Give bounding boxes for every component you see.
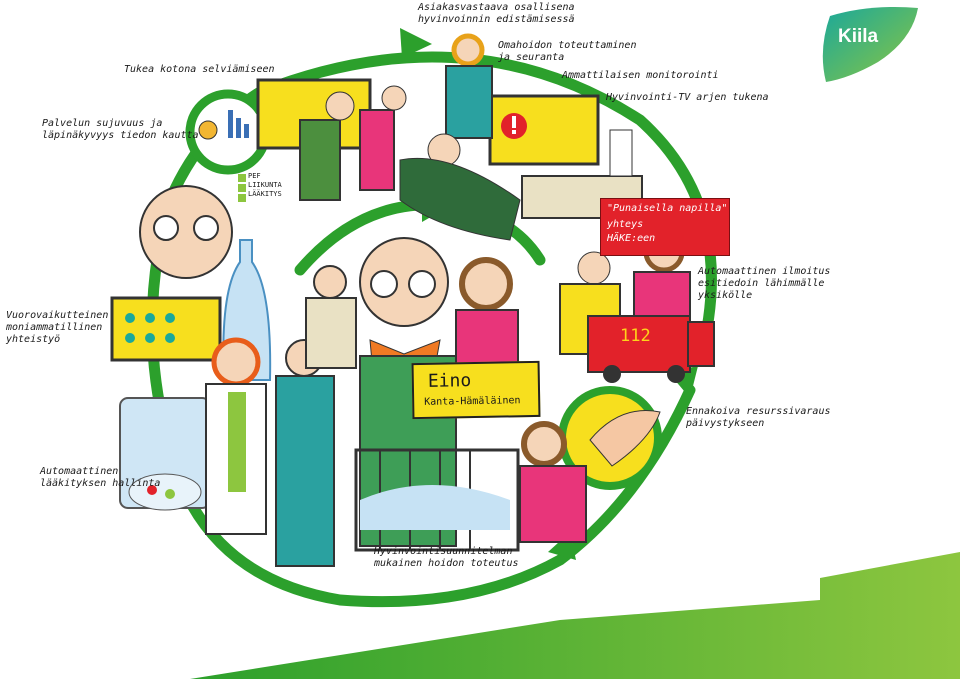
- label-professional-monitoring: Ammattilaisen monitorointi: [562, 70, 719, 81]
- care-bed: [354, 448, 520, 552]
- label-customer-participation: Asiakasvastaava osallisena hyvinvoinnin …: [418, 2, 575, 25]
- self-care-person: [445, 33, 493, 139]
- ambulance: [587, 315, 715, 383]
- resource-person: [519, 421, 587, 543]
- label-home-support: Tukea kotona selviämiseen: [124, 64, 275, 75]
- outer-arrowhead-top: [400, 28, 432, 58]
- kiila-logo-shape: [822, 7, 918, 82]
- label-self-care: Omahoidon toteuttaminen ja seuranta: [498, 40, 637, 63]
- checklist-item: LIIKUNTA: [248, 181, 282, 189]
- patient-name: Eino: [427, 370, 472, 392]
- coins-icon: [198, 120, 218, 140]
- checklist-item: LÄÄKITYS: [248, 190, 282, 198]
- ambulance-number: 112: [620, 326, 651, 346]
- monitoring-elder: [399, 133, 521, 241]
- assistant-figure: [305, 265, 357, 369]
- bar-chart-icon: [228, 110, 233, 138]
- label-care-plan: Hyvinvointisuunnitelman mukainen hoidon …: [374, 546, 519, 569]
- team-member-icons: [125, 313, 175, 343]
- cheering-people: [299, 85, 407, 201]
- doctor-figure: [139, 185, 233, 279]
- hand-icon: [589, 410, 661, 467]
- label-interaction: Vuorovaikutteinen moniammatillinen yhtei…: [6, 310, 109, 345]
- label-auto-notification: Automaattinen ilmoitus esitiedoin lähimm…: [698, 266, 831, 301]
- kiila-logo[interactable]: Kiila: [838, 26, 879, 47]
- label-wellbeing-tv: Hyvinvointi-TV arjen tukena: [606, 92, 769, 103]
- label-resource-reservation: Ennakoiva resurssivaraus päivystykseen: [686, 406, 831, 429]
- red-button-sign: "Punaisella napilla" yhteys HÄKE:een: [600, 198, 730, 256]
- checklist-item: PEF: [248, 172, 261, 180]
- red-sign-line2: yhteys: [607, 219, 644, 230]
- checklist-marks: [238, 174, 246, 202]
- red-sign-line3: HÄKE:een: [607, 233, 656, 244]
- team-screen: [110, 296, 222, 362]
- caregiver-figure: [275, 339, 335, 567]
- patient-nameplate: Eino Kanta-Hämäläinen: [411, 360, 541, 420]
- patient-region: Kanta-Hämäläinen: [424, 395, 521, 408]
- nurse-figure: [205, 337, 267, 535]
- bottom-swoosh: [190, 552, 960, 679]
- label-service-fluency: Palvelun sujuvuus ja läpinäkyvyys tiedon…: [42, 118, 199, 141]
- checklist: PEF LIIKUNTA LÄÄKITYS: [248, 172, 282, 199]
- red-sign-line1: "Punaisella napilla": [607, 203, 728, 214]
- label-medication: Automaattinen lääkityksen hallinta: [40, 466, 161, 489]
